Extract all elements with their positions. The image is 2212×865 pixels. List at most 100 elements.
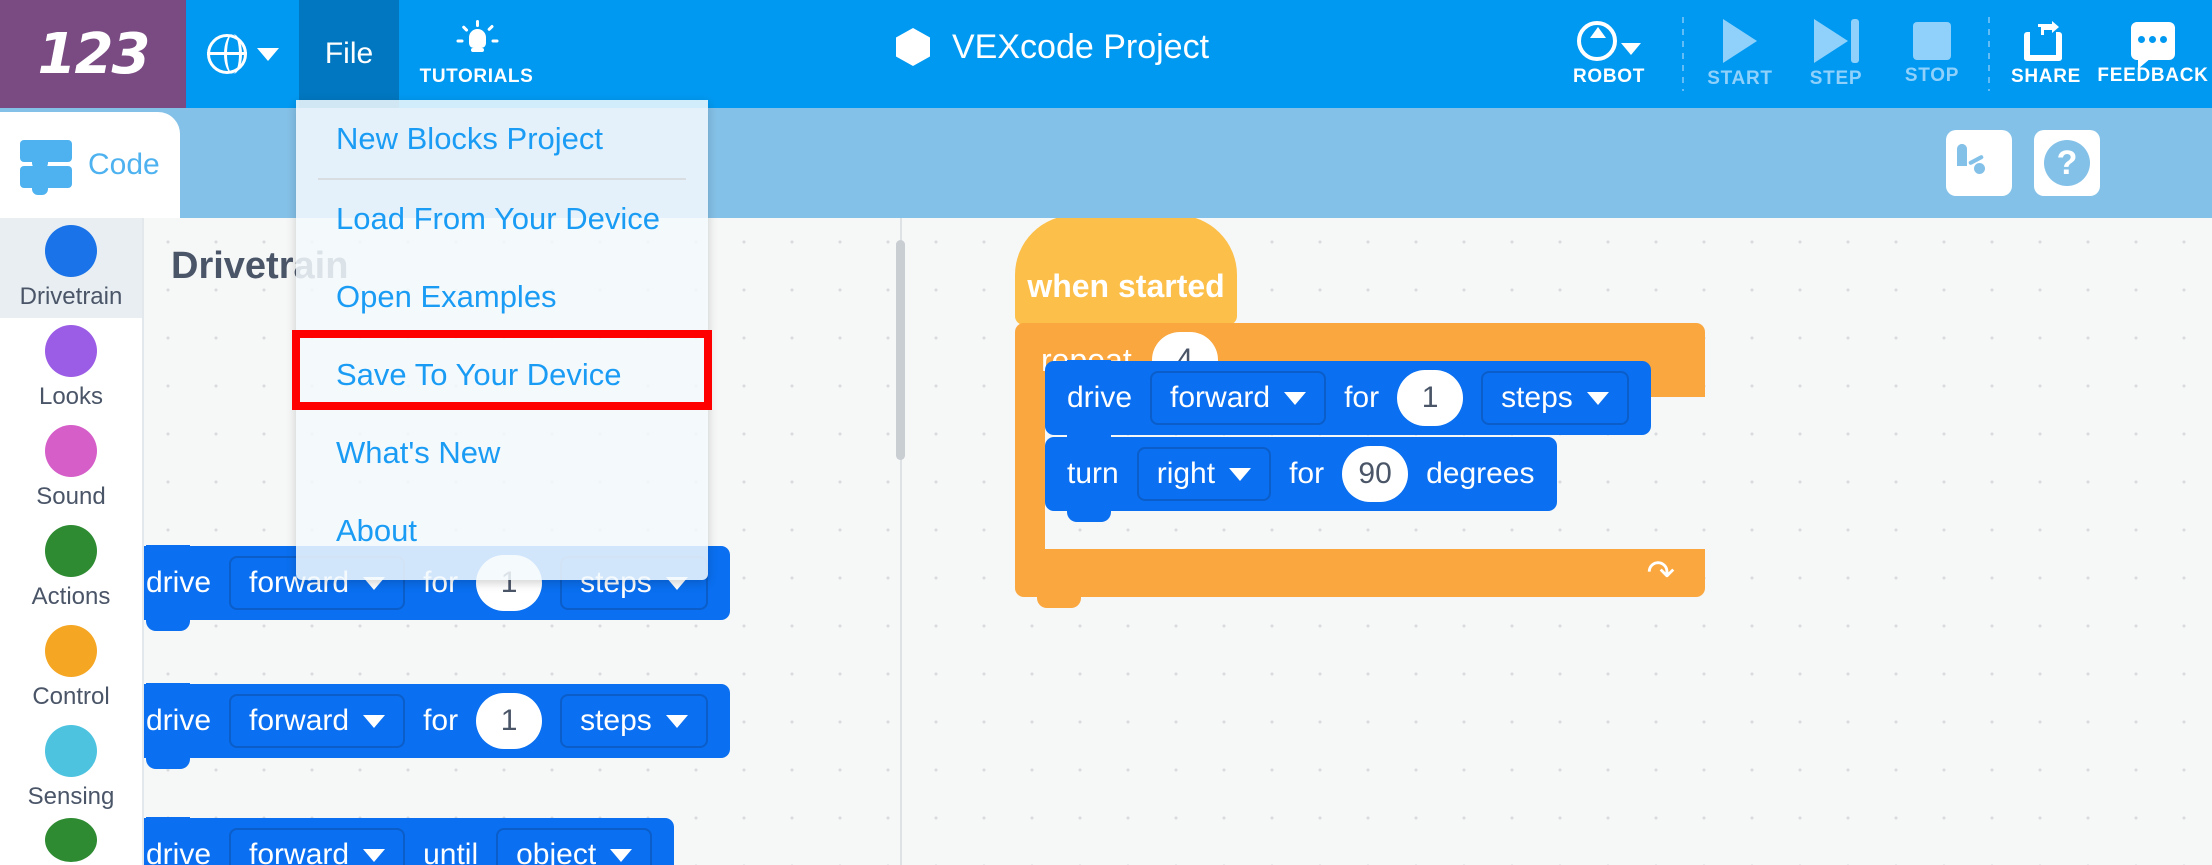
top-toolbar: 123 File TUTORIALS VEXcode Project: [0, 0, 2212, 108]
category-dot: [45, 725, 97, 777]
sidebar-item-label: Control: [32, 683, 110, 710]
block-verb: drive: [146, 566, 212, 599]
sidebar-item-label: Actions: [31, 583, 111, 610]
canvas-block-turn[interactable]: turn right for 90 degrees: [1045, 436, 1557, 522]
tutorials-label: TUTORIALS: [419, 66, 534, 87]
repeat-footer: ↷: [1015, 549, 1705, 608]
amount-input[interactable]: 1: [1397, 370, 1464, 426]
tab-code-label: Code: [88, 148, 160, 181]
sidebar-item-control[interactable]: Control: [0, 618, 142, 718]
start-label: START: [1707, 67, 1773, 89]
tab-code[interactable]: Code: [0, 112, 180, 218]
category-dot: [45, 425, 97, 477]
feedback-button[interactable]: FEEDBACK: [2094, 0, 2212, 108]
stop-button[interactable]: STOP: [1884, 0, 1980, 108]
block-verb: drive: [146, 838, 212, 865]
category-dot: [45, 525, 97, 577]
logo-text: 123: [37, 21, 151, 87]
dashboard-button[interactable]: [1946, 130, 2012, 196]
block-palette: Drivetrain drive forward for 1 steps dri…: [124, 218, 900, 865]
sidebar-item-sensing[interactable]: Sensing: [0, 718, 142, 818]
file-dropdown-menu: New Blocks Project Load From Your Device…: [296, 100, 708, 580]
category-dot: [45, 325, 97, 377]
palette-block-drive-until[interactable]: drive forward until object: [124, 817, 675, 865]
menu-item-label: What's New: [336, 435, 501, 470]
category-dot: [45, 625, 97, 677]
sidebar-item-sound[interactable]: Sound: [0, 418, 142, 518]
category-sidebar: Drivetrain Looks Sound Actions Control S…: [0, 218, 144, 865]
menu-item-new-blocks-project[interactable]: New Blocks Project: [296, 100, 708, 178]
chevron-down-icon: [665, 714, 688, 728]
direction-dropdown[interactable]: forward: [1150, 371, 1327, 425]
hexagon-icon: [896, 28, 930, 66]
vex-123-logo: 123: [0, 0, 186, 108]
top-right-tools: ROBOT START STEP STOP: [1544, 0, 2212, 108]
menu-item-label: About: [336, 513, 418, 548]
chevron-down-icon: [1621, 42, 1641, 55]
step-button[interactable]: STEP: [1788, 0, 1884, 108]
chevron-down-icon: [1229, 467, 1252, 481]
project-title-button[interactable]: VEXcode Project: [866, 16, 1266, 78]
menu-separator: [318, 178, 686, 180]
chevron-down-icon: [610, 848, 633, 862]
category-dot: [45, 818, 97, 862]
units-dropdown[interactable]: steps: [1481, 371, 1629, 425]
sidebar-item-actions[interactable]: Actions: [0, 518, 142, 618]
start-button[interactable]: START: [1692, 0, 1788, 108]
block-verb: drive: [1067, 381, 1133, 414]
feedback-icon: [2131, 21, 2175, 69]
stop-label: STOP: [1904, 64, 1960, 86]
sidebar-item-operators[interactable]: [0, 818, 142, 862]
file-menu-button[interactable]: File: [299, 0, 399, 108]
direction-dropdown[interactable]: forward: [229, 828, 406, 865]
direction-dropdown[interactable]: forward: [229, 694, 406, 748]
repeat-left-column: [1015, 397, 1045, 549]
sidebar-item-label: Drivetrain: [19, 283, 123, 310]
menu-item-save-to-your-device[interactable]: Save To Your Device: [296, 336, 708, 414]
palette-block-drive-steps[interactable]: drive forward for 1 steps: [124, 683, 730, 769]
robot-button[interactable]: ROBOT: [1544, 0, 1674, 108]
block-verb: drive: [146, 704, 212, 737]
units-value: steps: [580, 704, 652, 737]
toolbar-divider: [1682, 17, 1684, 91]
block-mid-label: until: [423, 838, 479, 865]
canvas-block-when-started[interactable]: when started: [1015, 215, 1237, 336]
block-verb: turn: [1067, 457, 1119, 490]
sidebar-item-drivetrain[interactable]: Drivetrain: [0, 218, 142, 318]
lightbulb-icon: [456, 20, 498, 62]
target-dropdown[interactable]: object: [496, 828, 653, 865]
code-blocks-icon: [20, 140, 72, 195]
menu-item-load-from-your-device[interactable]: Load From Your Device: [296, 180, 708, 258]
direction-value: forward: [249, 838, 350, 865]
block-mid-label: for: [1344, 381, 1380, 414]
direction-dropdown[interactable]: right: [1136, 447, 1272, 501]
robot-label: ROBOT: [1572, 65, 1646, 87]
step-icon: [1813, 18, 1859, 63]
chevron-down-icon: [363, 848, 386, 862]
share-button[interactable]: SHARE: [1998, 0, 2094, 108]
amount-input[interactable]: 1: [476, 693, 543, 749]
subbar-actions: ?: [1946, 130, 2100, 196]
menu-item-label: Open Examples: [336, 279, 557, 314]
menu-item-whats-new[interactable]: What's New: [296, 414, 708, 492]
units-value: steps: [1501, 381, 1573, 414]
units-label: degrees: [1426, 457, 1535, 490]
menu-item-open-examples[interactable]: Open Examples: [296, 258, 708, 336]
project-title: VEXcode Project: [952, 27, 1210, 66]
tutorials-button[interactable]: TUTORIALS: [399, 0, 554, 108]
menu-item-about[interactable]: About: [296, 492, 708, 570]
canvas-block-drive[interactable]: drive forward for 1 steps: [1045, 360, 1651, 446]
question-mark-icon: ?: [2044, 140, 2090, 186]
units-dropdown[interactable]: steps: [560, 694, 708, 748]
file-menu-label: File: [324, 37, 374, 70]
language-selector[interactable]: [186, 0, 299, 108]
feedback-label: FEEDBACK: [2097, 64, 2209, 86]
block-mid-label: for: [423, 704, 459, 737]
toolbar-divider: [1988, 17, 1990, 91]
sidebar-item-looks[interactable]: Looks: [0, 318, 142, 418]
help-button[interactable]: ?: [2034, 130, 2100, 196]
palette-scrollbar[interactable]: [896, 240, 905, 460]
amount-input[interactable]: 90: [1342, 446, 1409, 502]
menu-item-label: Load From Your Device: [336, 201, 660, 236]
